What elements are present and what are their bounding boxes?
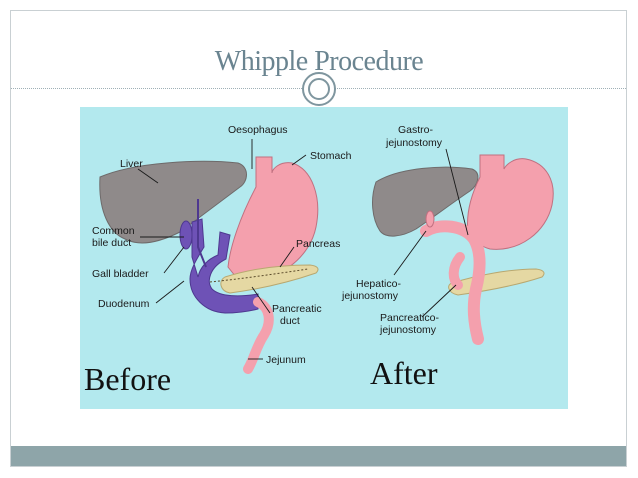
before-stomach (227, 156, 319, 283)
before-caption: Before (84, 361, 171, 397)
after-bile-duct-stump (425, 210, 435, 228)
label-pancreatic-duct-line1: Pancreatic (272, 303, 322, 315)
after-jejunum-limb (448, 252, 465, 290)
label-hepaticojejunostomy-line1: Hepatico- (356, 278, 401, 290)
after-liver (372, 166, 479, 237)
after-anatomy: Gastro- jejunostomy Hepatico- jejunostom… (341, 124, 554, 391)
label-pancreaticojejunostomy-line1: Pancreatico- (380, 312, 439, 324)
label-common-bile-duct-line1: Common (92, 225, 135, 237)
label-duodenum: Duodenum (98, 298, 150, 310)
before-jejunum (243, 297, 274, 374)
label-gall-bladder: Gall bladder (92, 268, 149, 280)
before-common-bile-duct (197, 199, 207, 268)
label-stomach: Stomach (310, 150, 352, 162)
before-anatomy: Oesophagus Stomach Liver Common bile duc… (84, 124, 352, 397)
whipple-diagram: Oesophagus Stomach Liver Common bile duc… (80, 107, 568, 409)
label-pancreatic-duct-line2: duct (280, 315, 300, 327)
label-pancreas: Pancreas (296, 238, 340, 250)
before-duodenum (189, 218, 259, 314)
after-caption: After (370, 355, 438, 391)
label-oesophagus: Oesophagus (228, 124, 288, 136)
after-jejunum (420, 220, 486, 345)
before-gall-bladder (179, 220, 193, 250)
label-jejunum: Jejunum (266, 354, 306, 366)
before-pancreas (220, 264, 319, 294)
label-common-bile-duct-line2: bile duct (92, 237, 131, 249)
label-hepaticojejunostomy-line2: jejunostomy (341, 290, 399, 302)
label-gastrojejunostomy-line1: Gastro- (398, 124, 434, 136)
before-pancreatic-duct (209, 268, 309, 283)
before-liver (99, 160, 247, 244)
slide-title: Whipple Procedure (214, 46, 424, 77)
title-ornament-icon (302, 72, 336, 106)
footer-bar (11, 446, 626, 466)
label-pancreaticojejunostomy-line2: jejunostomy (379, 324, 437, 336)
label-liver: Liver (120, 158, 143, 170)
label-gastrojejunostomy-line2: jejunostomy (385, 137, 443, 149)
